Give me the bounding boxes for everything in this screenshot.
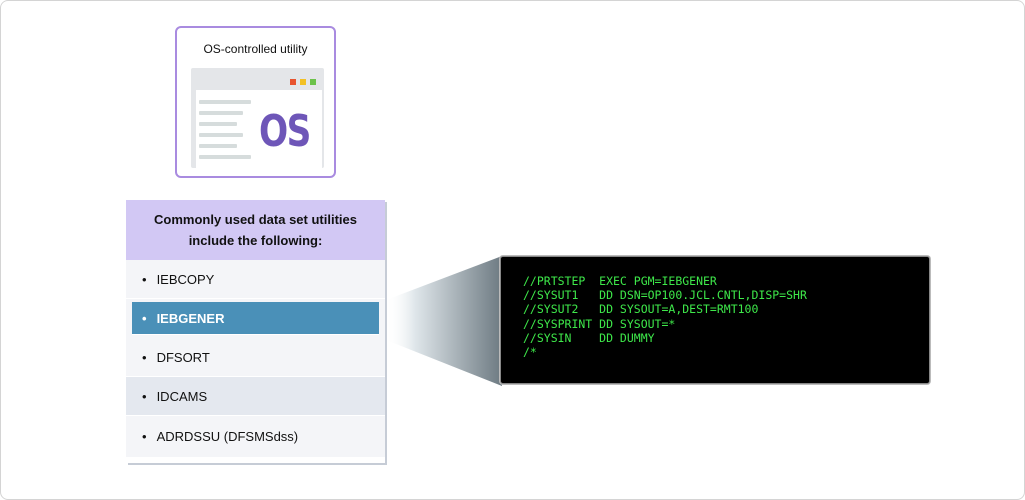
utilities-panel: Commonly used data set utilities include…: [126, 200, 385, 463]
utility-item-adrdssu[interactable]: • ADRDSSU (DFSMSdss): [126, 416, 385, 458]
code-line: //SYSPRINT DD SYSOUT=*: [523, 316, 676, 331]
bullet: •: [142, 271, 147, 287]
utility-label: DFSORT: [156, 349, 210, 365]
bullet: •: [142, 349, 147, 365]
bullet: •: [142, 310, 147, 326]
code-line: /*: [523, 345, 537, 360]
utility-label: IEBGENER: [156, 310, 225, 326]
os-logo: OS: [259, 106, 311, 157]
jcl-code-terminal: //PRTSTEP EXEC PGM=IEBGENER //SYSUT1 DD …: [500, 256, 930, 384]
utilities-header-line1: Commonly used data set utilities: [154, 212, 357, 227]
code-line: //SYSUT1 DD DSN=OP100.JCL.CNTL,DISP=SHR: [523, 288, 807, 303]
utility-label: IDCAMS: [156, 388, 208, 404]
utility-item-dfsort[interactable]: • DFSORT: [126, 338, 385, 377]
utilities-header: Commonly used data set utilities include…: [126, 200, 385, 260]
utility-label: ADRDSSU (DFSMSdss): [156, 429, 299, 444]
os-window-icon: OS: [191, 68, 324, 168]
bullet: •: [142, 429, 147, 444]
bullet: •: [142, 388, 147, 404]
utility-item-iebgener[interactable]: • IEBGENER: [132, 302, 379, 335]
os-utility-card: OS-controlled utility OS: [175, 26, 336, 178]
utility-item-iebcopy[interactable]: • IEBCOPY: [126, 260, 385, 299]
utility-label: IEBCOPY: [156, 271, 215, 287]
utilities-header-line2: include the following:: [188, 233, 323, 248]
utility-item-idcams[interactable]: • IDCAMS: [126, 377, 385, 416]
window-dot-red: [290, 79, 296, 85]
code-line: //PRTSTEP EXEC PGM=IEBGENER: [523, 274, 717, 288]
os-card-title: OS-controlled utility: [203, 42, 308, 56]
window-dot-yellow: [300, 79, 306, 85]
jcl-code: //PRTSTEP EXEC PGM=IEBGENER //SYSUT1 DD …: [523, 274, 807, 359]
code-line: //SYSIN DD DUMMY: [523, 330, 655, 345]
code-line: //SYSUT2 DD SYSOUT=A,DEST=RMT100: [523, 302, 759, 317]
window-dot-green: [310, 79, 316, 85]
text-lines-icon: [199, 100, 251, 166]
utility-row-selected: • IEBGENER: [126, 299, 385, 338]
